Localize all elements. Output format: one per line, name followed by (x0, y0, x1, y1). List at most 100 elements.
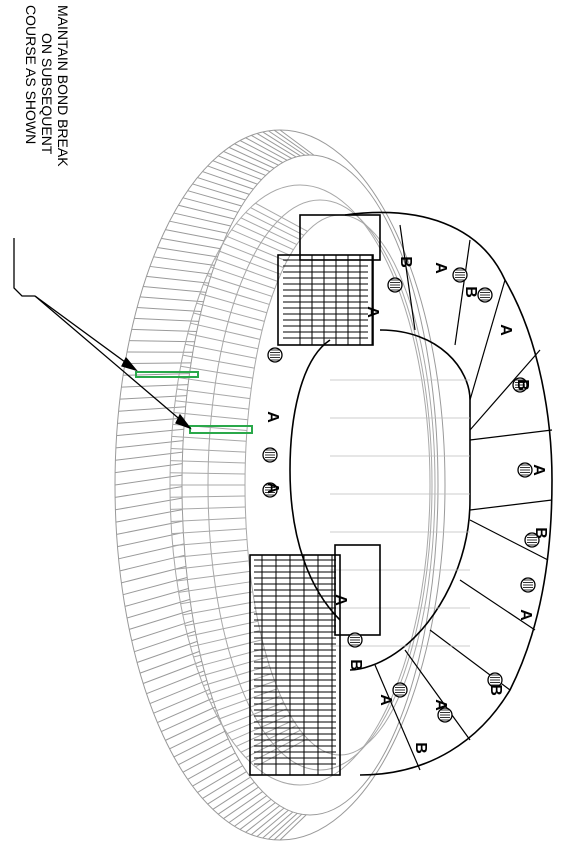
end-top-hatching (283, 255, 373, 345)
block-joint (454, 239, 471, 346)
end-block-bottom-1 (249, 554, 341, 776)
base-hatch-stroke (134, 630, 196, 653)
middle-hatch-stroke (240, 217, 298, 245)
block-joint (469, 279, 506, 401)
base-hatch-stroke (116, 428, 184, 437)
base-hatch-stroke (251, 134, 292, 159)
base-hatch-stroke (131, 620, 194, 642)
middle-hatch-stroke (255, 738, 308, 768)
block-letter: A (364, 306, 381, 318)
middle-hatch-stroke (250, 207, 305, 236)
base-hatch-stroke (137, 307, 202, 313)
base-hatch-stroke (197, 765, 243, 793)
middle-hatch-stroke (172, 539, 248, 547)
base-hatch-stroke (223, 150, 271, 173)
base-hatch-stroke (279, 814, 307, 841)
note-line-2: ON SUBSEQUENT (39, 33, 55, 155)
block-letter: A (497, 324, 514, 336)
middle-hatch-stroke (199, 656, 267, 677)
middle-hatch-stroke (196, 648, 265, 668)
leader-line (13, 238, 35, 297)
base-hatch-stroke (245, 137, 288, 161)
base-hatch-stroke (149, 265, 212, 275)
block-letter: A (517, 609, 534, 621)
block-joint (459, 579, 536, 631)
base-hatch-stroke (217, 786, 259, 815)
base-hatch-stroke (212, 781, 255, 810)
base-hatch-stroke (139, 650, 200, 674)
base-hatch-stroke (173, 730, 226, 758)
block-joint (469, 429, 553, 441)
leader-arrowhead-upper (121, 356, 138, 372)
base-hatch-stroke (182, 197, 239, 213)
middle-hatch-stroke (227, 708, 288, 735)
key-pins (262, 267, 540, 723)
base-hatch-stroke (165, 229, 224, 242)
base-hatch-stroke (117, 532, 184, 548)
note-line-1: MAINTAIN BOND BREAK (55, 5, 71, 167)
block-letter: B (514, 379, 531, 391)
middle-hatch-stroke (170, 447, 246, 453)
middle-hatch-stroke (193, 312, 263, 331)
base-hatch-stroke (223, 791, 263, 820)
middle-hatch-stroke (185, 611, 257, 627)
middle-hatch-stroke (170, 472, 246, 475)
base-hatch-stroke (187, 752, 236, 780)
middle-hatch-stroke (176, 570, 251, 582)
base-hatch-stroke (234, 143, 279, 166)
block-letter: A (377, 694, 394, 706)
block-joint (374, 664, 421, 771)
block-letter: B (412, 742, 429, 754)
end-bottom-hatching (254, 555, 336, 775)
base-hatch-stroke (178, 204, 235, 220)
block-letter: A (530, 464, 547, 476)
base-hatch-stroke (153, 688, 210, 714)
base-hatch-stroke (124, 362, 192, 365)
base-hatch-stroke (262, 131, 301, 157)
top-ring-outer-edge (344, 211, 553, 776)
leader-arrow-upper-line (34, 295, 137, 371)
base-hatch-stroke (149, 679, 208, 705)
top-ring-cross-inner (289, 339, 341, 621)
base-hatch-stroke (115, 497, 183, 511)
top-course-ring (249, 211, 553, 776)
leader-arrow-lower-line (34, 295, 191, 429)
block-letter: A (432, 262, 449, 274)
base-hatch-stroke (279, 129, 315, 156)
middle-hatch-stroke (170, 495, 246, 498)
base-hatch-stroke (136, 640, 198, 663)
base-hatch-stroke (161, 237, 221, 250)
block-letter: A (264, 482, 281, 494)
base-hatch-stroke (228, 795, 268, 824)
middle-hatch-stroke (236, 719, 294, 747)
middle-hatch-stroke (170, 506, 246, 510)
base-hatch-stroke (140, 296, 204, 303)
base-hatch-stroke (268, 812, 298, 840)
base-hatch-stroke (182, 745, 232, 773)
middle-hatch-stroke (231, 229, 291, 256)
base-hatch-stroke (153, 256, 215, 266)
block-joint (399, 224, 416, 331)
top-ring-inner-edge (349, 329, 471, 671)
middle-hatch-stroke (227, 235, 288, 262)
end-block-bottom-2 (334, 544, 381, 636)
middle-hatch-stroke (222, 242, 284, 269)
middle-hatch-stroke (187, 620, 259, 637)
base-hatch-stroke (146, 670, 205, 695)
base-hatch-stroke (117, 417, 185, 424)
middle-hatch-stroke (180, 591, 253, 605)
ring-end-bottom (249, 544, 381, 776)
base-hatch-stroke (202, 771, 247, 799)
block-letter: B (487, 684, 504, 696)
middle-hatch-stroke (245, 729, 301, 758)
bond-break-marker-upper (135, 371, 199, 378)
base-hatch-stroke (115, 440, 184, 449)
base-hatch-stroke (129, 340, 195, 343)
middle-hatch-stroke (182, 354, 255, 369)
base-hatch-stroke (202, 171, 254, 190)
middle-course-hatching (170, 202, 308, 768)
middle-hatch-stroke (178, 581, 252, 593)
base-hatch-stroke (173, 212, 231, 227)
middle-hatch-stroke (255, 202, 308, 232)
middle-hatch-stroke (203, 283, 270, 305)
